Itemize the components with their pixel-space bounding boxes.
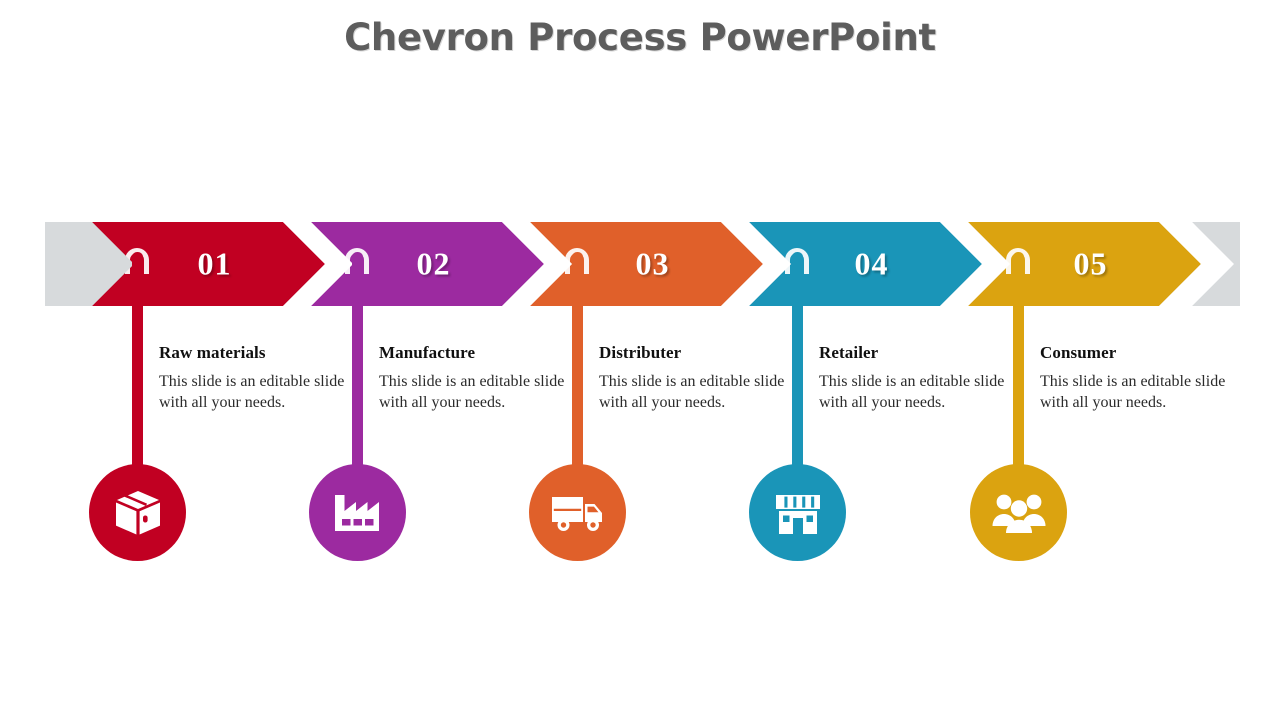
step-heading-04: Retailer: [819, 343, 879, 362]
factory-icon: [334, 494, 379, 531]
chevron-step-05-number: 05: [1073, 245, 1108, 282]
connector-line-04: [792, 252, 803, 514]
step-heading-01: Raw materials: [159, 343, 266, 362]
chevron-step-03-number: 03: [635, 245, 670, 282]
step-heading-05: Consumer: [1040, 343, 1117, 362]
chevron-step-04[interactable]: 04: [749, 222, 982, 306]
storefront-icon: [775, 494, 820, 534]
connector-line-05: [1013, 252, 1024, 514]
chevron-step-03[interactable]: 03: [530, 222, 763, 306]
step-icon-circle-04[interactable]: [749, 464, 846, 561]
chevron-step-05[interactable]: 05: [968, 222, 1201, 306]
chevron-process-bar: 01 02 03 04 05: [45, 222, 1240, 306]
step-icon-circle-03[interactable]: [529, 464, 626, 561]
chevron-step-02-number: 02: [416, 245, 451, 282]
chevron-step-04-number: 04: [854, 245, 889, 282]
step-body-01: This slide is an editable slide with all…: [159, 373, 345, 411]
chevron-step-02[interactable]: 02: [311, 222, 544, 306]
page-title: Chevron Process PowerPoint: [344, 16, 936, 59]
chevron-step-01-number: 01: [197, 245, 232, 282]
step-heading-02: Manufacture: [379, 343, 476, 362]
step-body-04: This slide is an editable slide with all…: [819, 373, 1005, 411]
chevron-step-05-hook-icon: [1006, 248, 1030, 274]
step-body-03: This slide is an editable slide with all…: [599, 373, 785, 411]
connector-line-01: [132, 252, 143, 514]
step-body-02: This slide is an editable slide with all…: [379, 373, 565, 411]
connector-line-03: [572, 252, 583, 514]
step-heading-03: Distributer: [599, 343, 682, 362]
package-box-icon: [115, 490, 160, 534]
step-icon-circle-05[interactable]: [970, 464, 1067, 561]
people-group-icon: [992, 494, 1045, 533]
delivery-truck-icon: [551, 496, 602, 531]
step-icon-circle-02[interactable]: [309, 464, 406, 561]
step-icon-circle-01[interactable]: [89, 464, 186, 561]
connector-line-02: [352, 252, 363, 514]
step-body-05: This slide is an editable slide with all…: [1040, 373, 1226, 411]
